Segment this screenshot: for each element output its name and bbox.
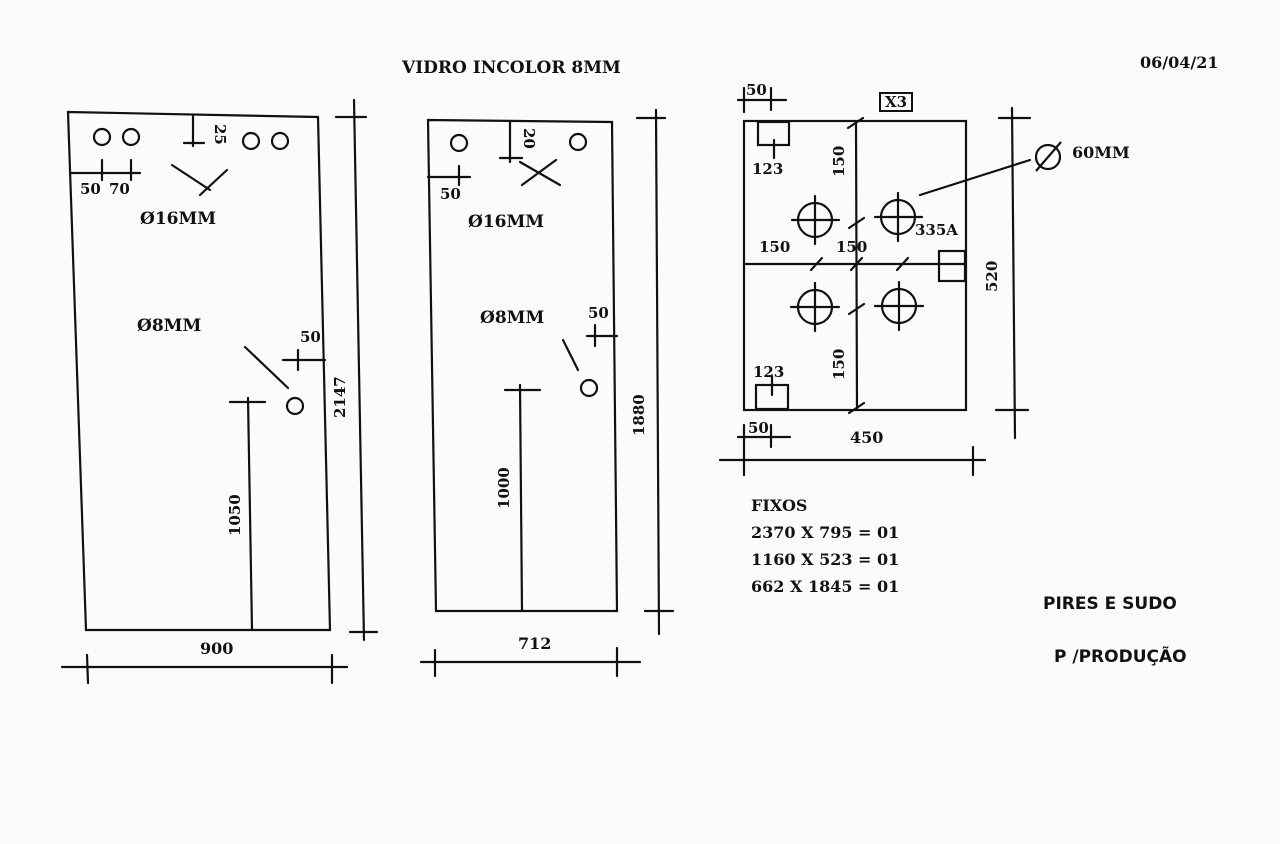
panel1-hole	[241, 131, 261, 151]
panel3-dim-notch-bottom: 123	[753, 363, 785, 381]
panel3-dim-vert-top: 150	[830, 145, 848, 177]
fixos-line: 1160 X 523 = 01	[751, 550, 900, 569]
panel1-hole	[92, 127, 112, 147]
panel2-hole	[568, 132, 588, 152]
panel3-dim-notch-top: 123	[752, 160, 784, 178]
panel1-hole-small-label: Ø8MM	[137, 316, 202, 336]
panel2-hole-large-label: Ø16MM	[468, 212, 545, 232]
panel1-hole	[285, 396, 305, 416]
fixos-line: 662 X 1845 = 01	[751, 577, 900, 596]
panel3-multiplier-badge: X3	[879, 92, 913, 112]
panel1-dim-edge: 50	[80, 180, 101, 198]
panel3-dim-width: 450	[850, 428, 884, 447]
panel3-dim-vert-bottom: 150	[830, 348, 848, 380]
panel1-dim-width: 900	[200, 639, 234, 658]
panel2-outline	[426, 118, 619, 613]
fixos-line: 2370 X 795 = 01	[751, 523, 900, 542]
panel3-dim-horiz-left: 150	[759, 238, 791, 256]
panel1-dim-handle-height: 1050	[226, 494, 244, 536]
diameter-icon: Ø	[480, 308, 495, 328]
diameter-icon: Ø	[137, 316, 152, 336]
panel2-hole	[579, 378, 599, 398]
panel3-dim-height: 520	[983, 260, 1001, 292]
panel1-dim-height: 2147	[331, 376, 349, 418]
drawing-title: VIDRO INCOLOR 8MM	[402, 58, 621, 78]
drawing-date: 06/04/21	[1140, 53, 1219, 72]
panel3-notch-label: 335A	[915, 221, 958, 239]
panel3-dim-horiz-right: 150	[836, 238, 868, 256]
panel2-dim-top-offset: 20	[520, 128, 538, 149]
panel3-dim-edge-bottom: 50	[748, 419, 769, 437]
panel2-hole	[449, 133, 469, 153]
panel1-hole	[121, 127, 141, 147]
diameter-icon: Ø	[140, 209, 155, 229]
panel1-dim-spacing: 70	[109, 180, 130, 198]
production-note: P /PRODUÇÃO	[1054, 647, 1187, 667]
panel3-dim-edge-top: 50	[746, 81, 767, 99]
diameter-icon: Ø	[468, 212, 483, 232]
diameter-60-icon	[1034, 141, 1062, 172]
panel2-hole-small-label: Ø8MM	[480, 308, 545, 328]
panel2-dim-width: 712	[518, 634, 552, 653]
panel3-hole-group	[789, 191, 925, 333]
panel1-hole-large-label: Ø16MM	[140, 209, 217, 229]
panel1-dim-top-offset: 25	[211, 124, 229, 145]
panel1-dim-side: 50	[300, 328, 321, 346]
panel1-outline	[66, 110, 332, 632]
panel2-dim-edge: 50	[440, 185, 461, 203]
panel3-hole-diameter-label: 60MM	[1072, 143, 1130, 162]
panel2-dim-height: 1880	[630, 394, 648, 436]
panel1-hole	[270, 131, 290, 151]
panel3-notch	[937, 249, 967, 283]
panel2-dim-handle-height: 1000	[495, 467, 513, 509]
panel2-dim-side: 50	[588, 304, 609, 322]
fixos-list: FIXOS 2370 X 795 = 01 1160 X 523 = 01 66…	[751, 496, 899, 604]
fixos-heading: FIXOS	[751, 496, 808, 515]
client-name: PIRES E SUDO	[1043, 594, 1177, 614]
